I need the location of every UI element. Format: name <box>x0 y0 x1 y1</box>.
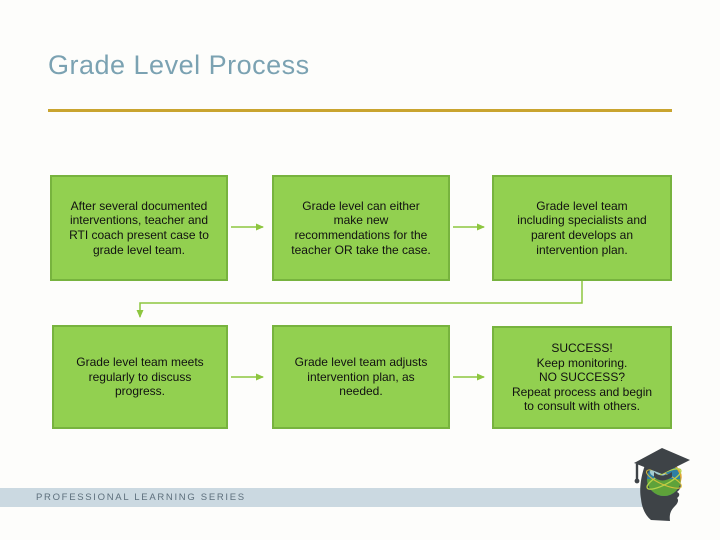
flow-step-4: Grade level team meets regularly to disc… <box>52 325 228 429</box>
flow-step-1: After several documented interventions, … <box>50 175 228 281</box>
flow-step-2: Grade level can either make new recommen… <box>272 175 450 281</box>
graduation-head-globe-icon <box>634 448 690 521</box>
title-accent-line <box>48 109 672 112</box>
flow-step-text: After several documented interventions, … <box>69 198 209 257</box>
flow-step-6: SUCCESS! Keep monitoring. NO SUCCESS? Re… <box>492 326 672 429</box>
footer-band: PROFESSIONAL LEARNING SERIES <box>0 488 662 507</box>
flow-step-5: Grade level team adjusts intervention pl… <box>272 325 450 429</box>
flow-step-text: Grade level team adjusts intervention pl… <box>294 355 428 399</box>
elbow-arrow-step3-step4 <box>136 281 583 318</box>
flow-step-text: Grade level team including specialists a… <box>517 198 647 257</box>
flow-step-text: Grade level can either make new recommen… <box>291 198 431 257</box>
flow-step-text: Grade level team meets regularly to disc… <box>76 355 204 399</box>
footer-series-label: PROFESSIONAL LEARNING SERIES <box>36 492 246 503</box>
flow-step-3: Grade level team including specialists a… <box>492 175 672 281</box>
org-logo <box>628 443 692 521</box>
page-title: Grade Level Process <box>48 50 310 80</box>
flow-step-text: SUCCESS! Keep monitoring. NO SUCCESS? Re… <box>511 340 653 414</box>
